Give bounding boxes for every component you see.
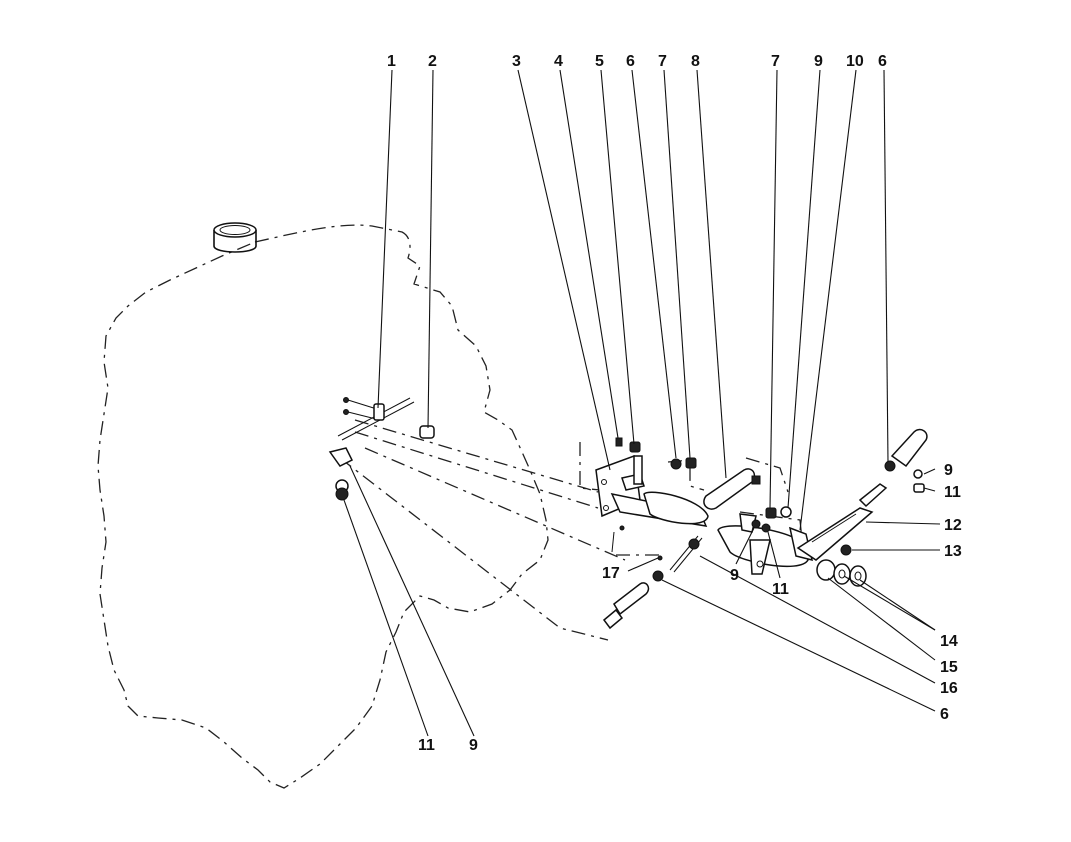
- left-shaft-assembly: [328, 397, 435, 501]
- callout-6-right: 6: [878, 53, 887, 70]
- callout-7-right: 7: [771, 53, 780, 70]
- callout-1: 1: [387, 53, 396, 70]
- alignment-lines: [339, 419, 803, 641]
- callout-11-right: 11: [944, 484, 961, 501]
- callout-4: 4: [554, 53, 563, 70]
- callout-6-bottom: 6: [940, 706, 949, 723]
- filler-neck: [213, 222, 257, 253]
- main-bracket: [595, 437, 709, 527]
- callout-5: 5: [595, 53, 604, 70]
- callout-2: 2: [428, 53, 437, 70]
- callout-11-center: 11: [772, 581, 789, 598]
- callout-12: 12: [944, 517, 962, 534]
- slotted-arm: [796, 483, 888, 561]
- leader-lines: [343, 69, 941, 737]
- callout-11-bottom: 11: [418, 737, 435, 754]
- callout-6: 6: [626, 53, 635, 70]
- lever-assembly: [670, 457, 792, 519]
- callout-17: 17: [602, 565, 620, 582]
- housing-outline: [97, 224, 549, 789]
- callout-13: 13: [944, 543, 962, 560]
- callout-labels: 1 2 3 4 5 6 7 8 7 9 10 6 9 11 12 13 14 1…: [387, 53, 962, 754]
- lower-rod-assembly: [602, 525, 703, 630]
- callout-9-right: 9: [944, 462, 953, 479]
- callout-16: 16: [940, 680, 958, 697]
- callout-3: 3: [512, 53, 521, 70]
- callout-7: 7: [658, 53, 667, 70]
- callout-9-bottom: 9: [469, 737, 478, 754]
- callout-9: 9: [814, 53, 823, 70]
- washer-stack: [816, 559, 867, 587]
- callout-10: 10: [846, 53, 864, 70]
- callout-8: 8: [691, 53, 700, 70]
- callout-9-center: 9: [730, 567, 739, 584]
- center-lever: [717, 513, 814, 575]
- callout-14: 14: [940, 633, 958, 650]
- ball-joint-assembly: [884, 428, 928, 493]
- callout-15: 15: [940, 659, 958, 676]
